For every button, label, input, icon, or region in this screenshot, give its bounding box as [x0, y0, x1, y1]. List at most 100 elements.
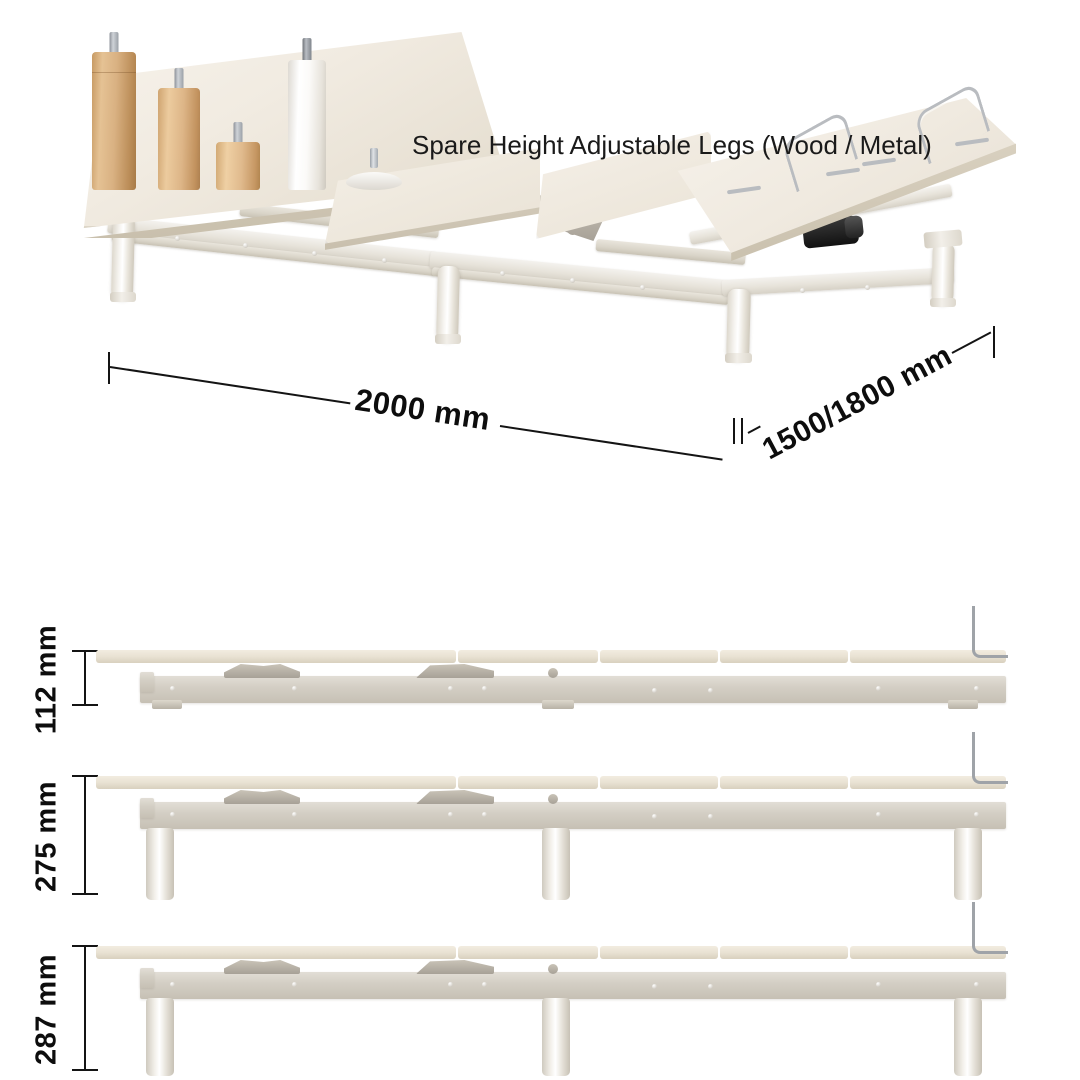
frame-bolt — [448, 982, 453, 987]
slab-seat — [600, 946, 718, 959]
bed-leg-front-centre — [436, 265, 460, 343]
glide-foot-left — [152, 700, 182, 709]
frame-bolt — [170, 686, 175, 691]
frame-bolt — [974, 812, 979, 817]
glide-foot-centre — [542, 700, 574, 709]
slab-seat — [600, 776, 718, 789]
leg-foot-front-centre — [435, 334, 461, 344]
leg-foot-front-right — [725, 353, 752, 363]
leg-bolt-pin — [109, 32, 119, 54]
hinge-pin — [548, 964, 558, 974]
chassis-end-left — [140, 798, 154, 818]
chassis-rail — [140, 802, 1006, 829]
leg-bolt-pin — [174, 68, 184, 90]
frame-bolt — [652, 814, 657, 819]
leg-bolt-pin — [233, 122, 243, 144]
leg-body — [216, 142, 260, 190]
frame-bolt — [570, 278, 575, 283]
leg-bolt-pin — [302, 38, 312, 62]
frame-side-rail-right — [721, 267, 955, 296]
side-view-low — [96, 606, 1016, 720]
leg-seam — [92, 72, 136, 73]
frame-bolt — [974, 686, 979, 691]
frame-bolt — [800, 288, 805, 293]
bed-leg-rear-right — [931, 242, 955, 306]
bed-leg-left — [146, 828, 174, 900]
width-dim-tick-right — [993, 326, 995, 358]
frame-bolt — [876, 686, 881, 691]
frame-bolt — [482, 982, 487, 987]
leg-body — [92, 52, 136, 190]
glide-foot-right — [948, 700, 978, 709]
frame-bolt — [876, 812, 881, 817]
slab-back — [458, 776, 598, 789]
lift-mechanism — [416, 960, 494, 974]
hinge-pin — [548, 794, 558, 804]
frame-centre-spine-2 — [595, 239, 746, 266]
spare-leg-wood-medium — [158, 68, 200, 190]
slab-thigh — [720, 946, 848, 959]
bed-leg-left — [146, 998, 174, 1076]
bed-leg-front-right — [726, 288, 751, 362]
width-dim-line-a — [747, 425, 761, 434]
frame-bolt — [243, 243, 248, 248]
lift-mechanism — [416, 664, 494, 678]
frame-bolt — [652, 984, 657, 989]
frame-bolt — [312, 251, 317, 256]
frame-bolt — [708, 814, 713, 819]
frame-bolt — [974, 982, 979, 987]
retainer-hook — [972, 606, 1008, 658]
frame-bolt — [292, 812, 297, 817]
chassis-rail — [140, 676, 1006, 703]
lift-mechanism — [224, 664, 300, 678]
slab-foot — [850, 776, 1006, 789]
frame-bolt — [708, 984, 713, 989]
spare-legs-caption: Spare Height Adjustable Legs (Wood / Met… — [412, 130, 932, 160]
height-label-low: 112 mm — [30, 624, 63, 735]
frame-bolt — [292, 686, 297, 691]
slab-head — [96, 650, 456, 663]
slab-back — [458, 946, 598, 959]
slab-thigh — [720, 776, 848, 789]
height-label-mid: 275 mm — [30, 781, 63, 893]
spare-leg-wood-tall — [92, 32, 136, 190]
leg-body — [288, 60, 326, 190]
height-label-high: 287 mm — [30, 954, 63, 1066]
spare-leg-metal-tall — [288, 38, 326, 190]
length-dim-line-b — [499, 425, 723, 461]
height-dimension-mid — [72, 775, 98, 895]
retainer-hook — [972, 902, 1008, 954]
height-dimension-high — [72, 945, 98, 1071]
leg-foot-rear-right — [930, 298, 956, 307]
frame-bolt — [876, 982, 881, 987]
frame-bolt — [175, 236, 180, 241]
slab-head — [96, 946, 456, 959]
frame-bolt — [500, 271, 505, 276]
side-view-high — [96, 902, 1016, 1077]
frame-bolt — [482, 686, 487, 691]
chassis-end-left — [140, 968, 154, 988]
leg-bracket-rear-right — [923, 229, 963, 249]
slab-foot — [850, 650, 1006, 663]
height-dimension-low — [72, 650, 98, 706]
length-dim-line-a — [109, 366, 351, 405]
lift-mechanism — [224, 790, 300, 804]
hinge-pin — [548, 668, 558, 678]
length-dim-tick-left — [108, 352, 110, 384]
chassis-end-left — [140, 672, 154, 692]
frame-bolt — [640, 285, 645, 290]
lift-mechanism — [416, 790, 494, 804]
width-dim-tick-inner-b — [741, 418, 743, 444]
frame-bolt — [865, 285, 870, 290]
slab-thigh — [720, 650, 848, 663]
spare-legs-group: Spare Height Adjustable Legs (Wood / Met… — [0, 0, 1080, 190]
bed-leg-right — [954, 828, 982, 900]
frame-bolt — [292, 982, 297, 987]
lift-mechanism — [224, 960, 300, 974]
frame-bolt — [448, 686, 453, 691]
leg-bolt-pin — [370, 148, 378, 168]
bed-perspective-illustration — [0, 0, 1080, 363]
chassis-rail — [140, 972, 1006, 999]
frame-bolt — [708, 688, 713, 693]
